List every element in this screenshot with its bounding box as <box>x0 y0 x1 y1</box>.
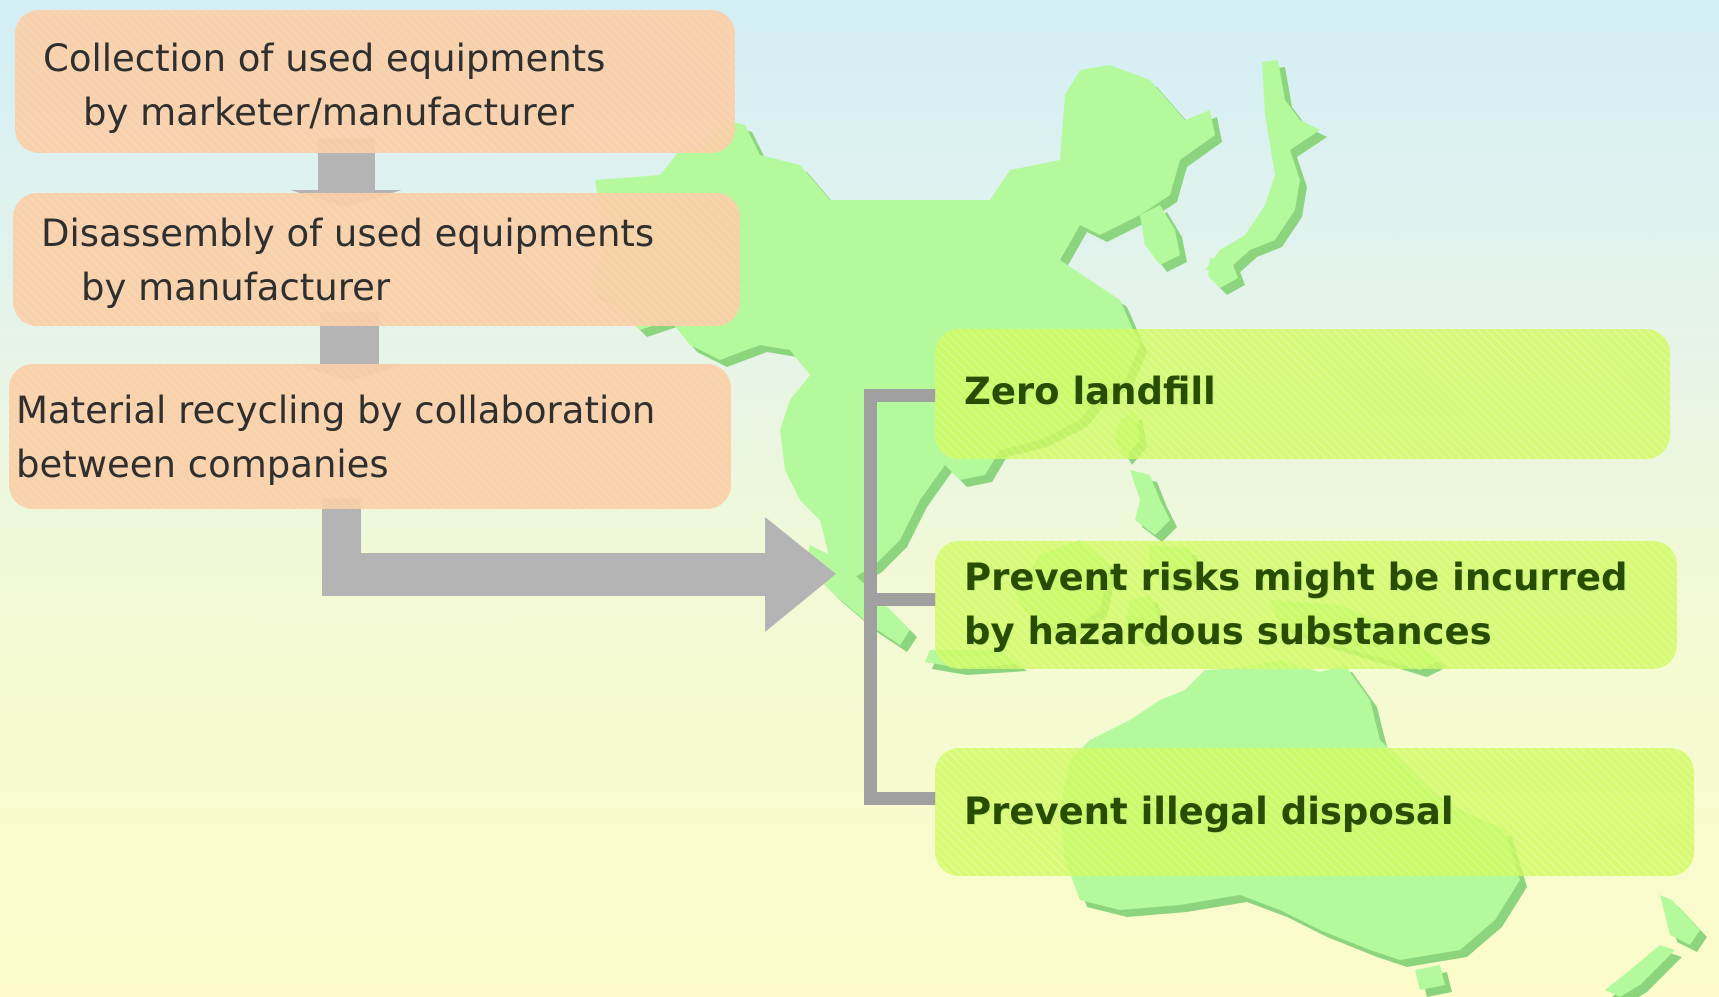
korea-shape <box>1140 205 1180 265</box>
tasmania-shape <box>1415 965 1445 990</box>
flow-step-collection: Collection of used equipments by markete… <box>15 10 735 153</box>
right-arrow-to-outcomes <box>322 498 836 632</box>
outcome-zero-landfill: Zero landfill <box>935 329 1670 459</box>
philippines-shape <box>1130 470 1170 535</box>
down-arrow-1 <box>290 138 402 207</box>
outcome-2-line2: by hazardous substances <box>964 610 1492 653</box>
outcome-prevent-illegal-disposal: Prevent illegal disposal <box>935 748 1694 876</box>
flow-step-2-line1: Disassembly of used equipments <box>41 212 655 255</box>
outcome-1-line1: Zero landfill <box>964 370 1216 413</box>
outcome-2-line1: Prevent risks might be incurred <box>964 556 1628 599</box>
outcome-prevent-hazard-risks: Prevent risks might be incurred by hazar… <box>935 541 1677 669</box>
flow-step-1-line2: by marketer/manufacturer <box>83 91 574 134</box>
kyushu-shape <box>1208 258 1238 288</box>
outcome-3-line1: Prevent illegal disposal <box>964 790 1454 833</box>
outcome-bracket-connector <box>864 389 936 805</box>
flow-step-material-recycling: Material recycling by collaboration betw… <box>9 364 731 509</box>
flow-step-2-line2: by manufacturer <box>81 266 391 309</box>
flow-step-3-line2: between companies <box>16 443 389 486</box>
new-zealand-north-shape <box>1660 895 1700 945</box>
flow-step-1-line1: Collection of used equipments <box>43 37 606 80</box>
flow-step-disassembly: Disassembly of used equipments by manufa… <box>13 193 740 326</box>
sumatra-shape <box>805 545 910 645</box>
flow-step-3-line1: Material recycling by collaboration <box>16 389 656 432</box>
new-zealand-south-shape <box>1605 945 1675 997</box>
japan-shape <box>1205 60 1320 270</box>
down-arrow-2 <box>294 312 406 381</box>
mainland-asia-shape <box>590 65 1215 580</box>
